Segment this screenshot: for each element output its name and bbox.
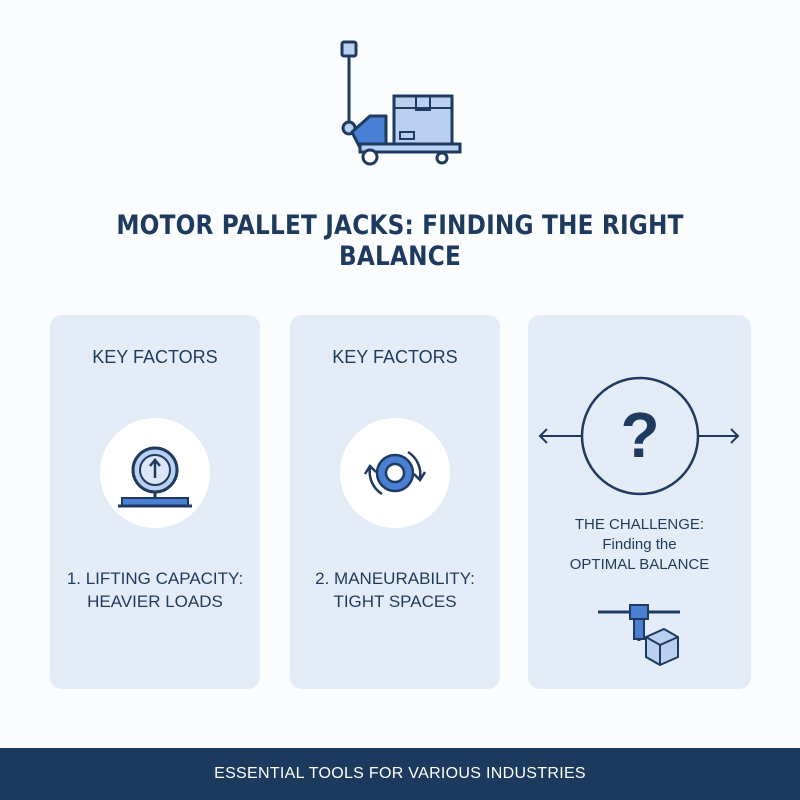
challenge-line-1: THE CHALLENGE: — [574, 516, 705, 533]
rotation-wheel-icon — [363, 450, 427, 496]
scale-gauge-icon — [118, 446, 192, 508]
pallet-jack-icon — [330, 36, 470, 170]
factor-line-2: HEAVIER LOADS — [87, 592, 223, 611]
factor-line-1: 1. LIFTING CAPACITY: — [66, 569, 244, 588]
factor-line-1: 2. MANEURABILITY: — [315, 569, 475, 588]
icon-circle — [100, 418, 210, 528]
factor-text: 2. MANEURABILITY: TIGHT SPACES — [290, 567, 500, 613]
challenge-text: THE CHALLENGE: Finding the OPTIMAL BALAN… — [528, 515, 751, 575]
factor-line-2: TIGHT SPACES — [333, 592, 457, 611]
icon-circle — [340, 418, 450, 528]
card-heading: KEY FACTORS — [332, 347, 458, 367]
challenge-line-2: Finding the — [602, 536, 677, 553]
card-maneuverability: KEY FACTORS 2. MANEURABILITY: TIGHT SPAC… — [290, 315, 500, 689]
card-lifting-capacity: KEY FACTORS 1. LIFTING CAPACITY: HEAVIER… — [50, 315, 260, 689]
crane-box-icon — [598, 604, 680, 667]
challenge-line-3: OPTIMAL BALANCE — [569, 556, 710, 573]
factor-text: 1. LIFTING CAPACITY: HEAVIER LOADS — [50, 567, 260, 613]
footer-banner: ESSENTIAL TOOLS FOR VARIOUS INDUSTRIES — [0, 748, 800, 800]
svg-text:?: ? — [620, 399, 659, 471]
page-title: MOTOR PALLET JACKS: FINDING THE RIGHT BA… — [116, 210, 684, 272]
card-challenge: ? THE CHALLENGE: Finding the OPTIMAL BAL… — [528, 315, 751, 689]
card-heading: KEY FACTORS — [92, 347, 218, 367]
question-mark-icon: ? — [538, 376, 740, 496]
